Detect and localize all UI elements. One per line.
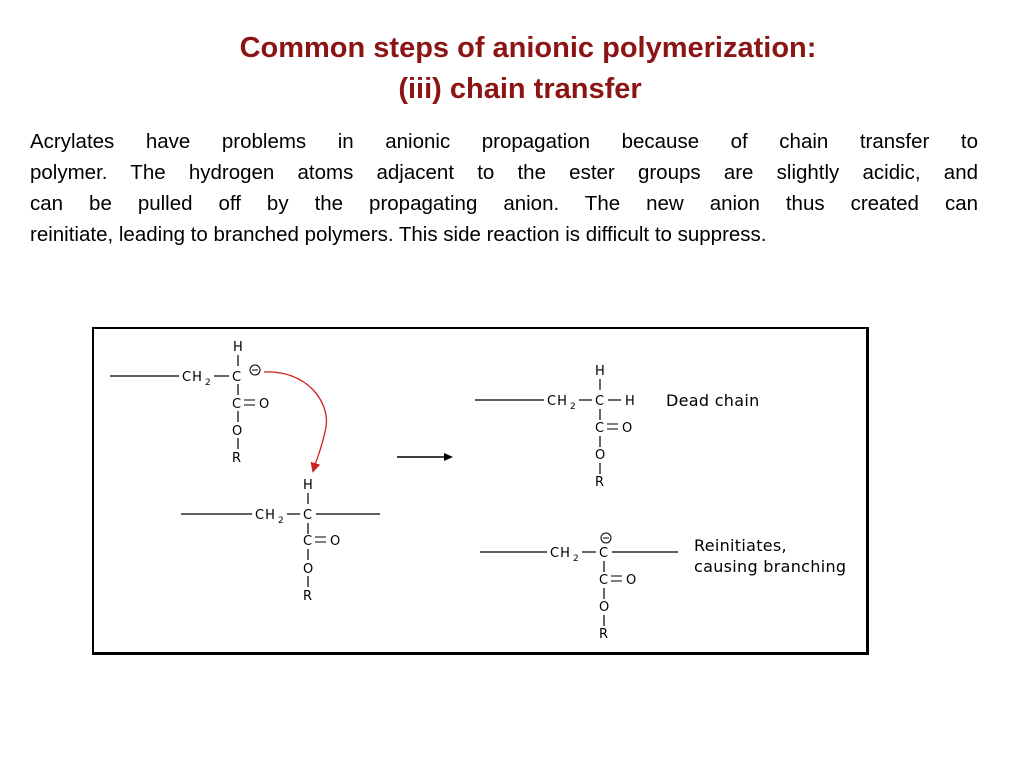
paragraph-line: can be pulled off by the propagating ani… xyxy=(30,192,978,215)
curved-electron-arrow xyxy=(263,371,328,473)
subscript-2: 2 xyxy=(205,378,211,388)
paragraph-line: polymer. The hydrogen atoms adjacent to … xyxy=(30,161,978,184)
r-group-label: R xyxy=(595,475,605,490)
slide-title-line-2: (iii) chain transfer xyxy=(398,73,642,105)
oxygen-label: O xyxy=(303,562,314,577)
subscript-2: 2 xyxy=(573,554,579,564)
subscript-2: 2 xyxy=(570,402,576,412)
causing-branching-label: causing branching xyxy=(694,557,846,576)
subscript-2: 2 xyxy=(278,516,284,526)
hydrogen-label: H xyxy=(303,478,314,493)
dead-chain-molecule: H CH 2 C H C O O R xyxy=(475,364,636,490)
oxygen-label: O xyxy=(595,448,606,463)
hydrogen-label: H xyxy=(595,364,606,379)
paragraph-line: Acrylates have problems in anionic propa… xyxy=(30,130,978,153)
carbon-label: C xyxy=(232,397,242,412)
oxygen-label: O xyxy=(599,600,610,615)
oxygen-label: O xyxy=(330,534,341,549)
carbon-label: C xyxy=(303,508,313,523)
carbon-label: C xyxy=(303,534,313,549)
polymer-chain-molecule: H CH 2 C C O O R xyxy=(181,478,380,604)
ch2-label: CH xyxy=(182,370,203,385)
slide-title-line-1: Common steps of anionic polymerization: xyxy=(239,32,817,64)
carbon-label: C xyxy=(595,421,605,436)
carbon-label: C xyxy=(599,573,609,588)
dead-chain-label: Dead chain xyxy=(666,391,760,410)
right-arrow-icon xyxy=(397,453,453,461)
oxygen-label: O xyxy=(232,424,243,439)
carbon-label: C xyxy=(232,370,242,385)
propagating-anion-molecule: CH 2 C H C O O R xyxy=(110,340,270,466)
hydrogen-label: H xyxy=(625,394,636,409)
ch2-label: CH xyxy=(547,394,568,409)
reaction-diagram: CH 2 C H C O O R H CH 2 C C O xyxy=(110,340,846,642)
hydrogen-label: H xyxy=(233,340,244,355)
ch2-label: CH xyxy=(550,546,571,561)
oxygen-label: O xyxy=(622,421,633,436)
reaction-diagram-frame: CH 2 C H C O O R H CH 2 C C O xyxy=(92,327,869,655)
ch2-label: CH xyxy=(255,508,276,523)
reinitiating-anion-molecule: CH 2 C C O O R xyxy=(480,532,678,642)
oxygen-label: O xyxy=(259,397,270,412)
explanation-paragraph: Acrylates have problems in anionic propa… xyxy=(30,126,978,250)
oxygen-label: O xyxy=(626,573,637,588)
paragraph-line: reinitiate, leading to branched polymers… xyxy=(30,223,767,246)
carbon-label: C xyxy=(599,546,609,561)
reinitiates-label: Reinitiates, xyxy=(694,536,787,555)
carbon-label: C xyxy=(595,394,605,409)
minus-circle-icon xyxy=(600,532,612,544)
r-group-label: R xyxy=(303,589,313,604)
r-group-label: R xyxy=(232,451,242,466)
r-group-label: R xyxy=(599,627,609,642)
minus-circle-icon xyxy=(249,364,261,376)
